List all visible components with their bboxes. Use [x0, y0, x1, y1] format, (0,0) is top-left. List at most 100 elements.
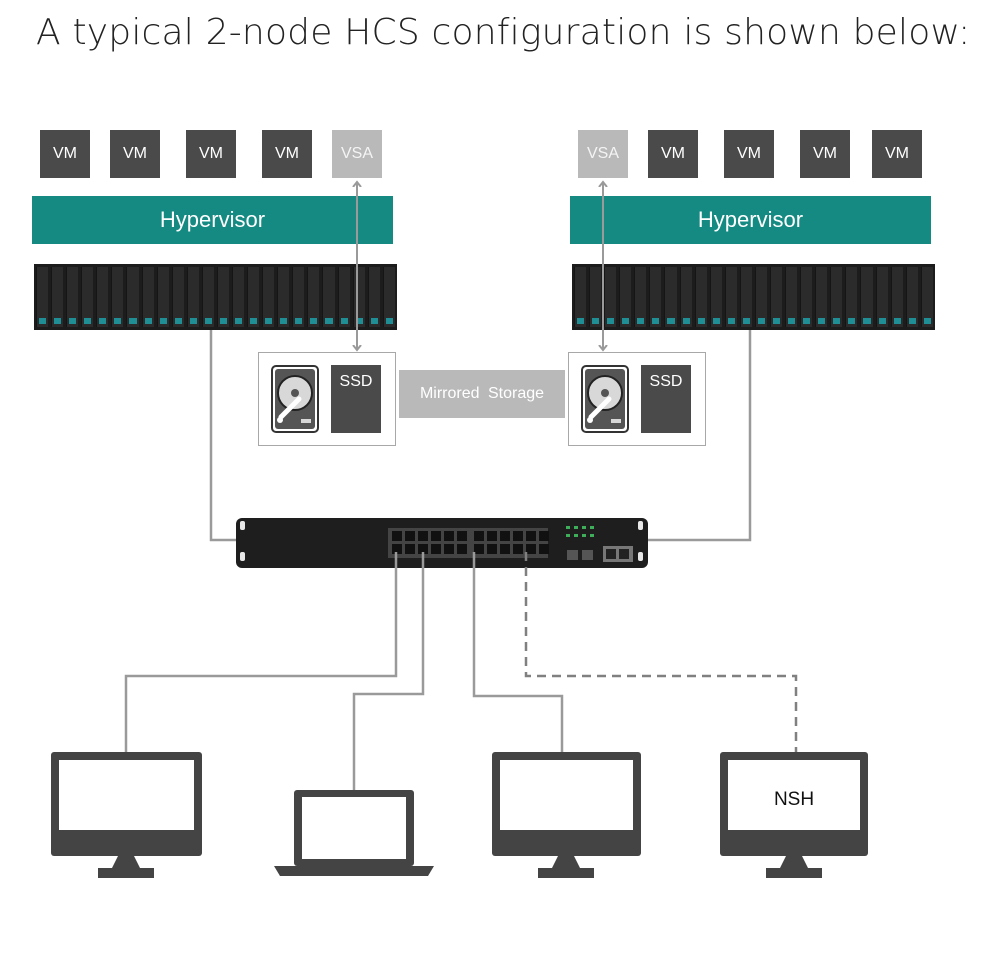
drive-bay [382, 267, 395, 327]
drive-bay [845, 267, 858, 327]
hypervisor-right: Hypervisor [570, 196, 931, 244]
local-storage-left: SSD [258, 352, 396, 446]
switch-port [457, 531, 467, 541]
drive-bay [770, 267, 783, 327]
drive-bay [920, 267, 933, 327]
drive-bay [36, 267, 49, 327]
switch-port [487, 531, 497, 541]
drive-bay [292, 267, 305, 327]
switch-port [500, 544, 510, 554]
drive-bay [619, 267, 632, 327]
drive-bay [337, 267, 350, 327]
switch-port [513, 544, 523, 554]
drive-bay [247, 267, 260, 327]
client-link-2 [352, 552, 425, 790]
drive-bay [694, 267, 707, 327]
drive-bay [51, 267, 64, 327]
drive-bay [785, 267, 798, 327]
drive-bay [890, 267, 903, 327]
drive-bay [679, 267, 692, 327]
switch-port [526, 544, 536, 554]
drive-bay [800, 267, 813, 327]
drive-bay [724, 267, 737, 327]
drive-bay [111, 267, 124, 327]
drive-bay [277, 267, 290, 327]
switch-port [418, 544, 428, 554]
vm-box: VM [800, 130, 850, 178]
vsa-box-right: VSA [578, 130, 628, 178]
hypervisor-left: Hypervisor [32, 196, 393, 244]
drive-bay [709, 267, 722, 327]
drive-bay [307, 267, 320, 327]
switch-port [405, 544, 415, 554]
vsa-box-left: VSA [332, 130, 382, 178]
drive-bay [66, 267, 79, 327]
client-link-1 [124, 552, 398, 752]
switch-port [431, 531, 441, 541]
hard-drive-icon [271, 365, 319, 433]
switch-port [444, 531, 454, 541]
vm-box: VM [40, 130, 90, 178]
drive-bay [574, 267, 587, 327]
monitor-icon [720, 752, 868, 878]
network-switch-icon [236, 518, 648, 568]
monitor-icon [51, 752, 202, 878]
switch-port [487, 544, 497, 554]
vm-box: VM [648, 130, 698, 178]
drive-bay [81, 267, 94, 327]
switch-port [457, 544, 467, 554]
drive-bay [754, 267, 768, 327]
mirrored-storage-label: Mirrored Storage [399, 370, 565, 418]
drive-bay [739, 267, 752, 327]
drive-bay [186, 267, 199, 327]
switch-port [431, 544, 441, 554]
drive-bay [96, 267, 109, 327]
switch-port [392, 544, 402, 554]
drive-bay [216, 267, 230, 327]
switch-port [474, 531, 484, 541]
switch-port [500, 531, 510, 541]
drive-bay [171, 267, 184, 327]
drive-bay [156, 267, 169, 327]
switch-port [444, 544, 454, 554]
laptop-icon [274, 790, 434, 876]
switch-port [474, 544, 484, 554]
page-title: A typical 2-node HCS configuration is sh… [36, 12, 971, 53]
server-chassis-right [572, 264, 935, 330]
ssd-block: SSD [641, 365, 691, 433]
drive-bay [589, 267, 602, 327]
drive-bay [815, 267, 828, 327]
drive-bay [141, 267, 154, 327]
vm-box: VM [872, 130, 922, 178]
switch-port [539, 544, 549, 554]
drive-bay [649, 267, 662, 327]
drive-bay [322, 267, 335, 327]
drive-bay [201, 267, 214, 327]
drive-bay [232, 267, 245, 327]
drive-bay [262, 267, 275, 327]
drive-bay [830, 267, 843, 327]
nsh-label: NSH [773, 789, 815, 810]
hard-drive-icon [581, 365, 629, 433]
drive-bay [367, 267, 380, 327]
client-link-nsh [524, 552, 798, 752]
drive-bay [875, 267, 888, 327]
vm-box: VM [262, 130, 312, 178]
server-chassis-left [34, 264, 397, 330]
drive-bay [860, 267, 873, 327]
ssd-block: SSD [331, 365, 381, 433]
drive-bay [905, 267, 918, 327]
vm-box: VM [186, 130, 236, 178]
switch-port [513, 531, 523, 541]
switch-port [539, 531, 549, 541]
switch-port [392, 531, 402, 541]
monitor-icon [492, 752, 641, 878]
client-link-3 [472, 552, 564, 752]
drive-bay [664, 267, 677, 327]
local-storage-right: SSD [568, 352, 706, 446]
drive-bay [634, 267, 647, 327]
drive-bay [126, 267, 139, 327]
switch-port [526, 531, 536, 541]
vm-box: VM [110, 130, 160, 178]
